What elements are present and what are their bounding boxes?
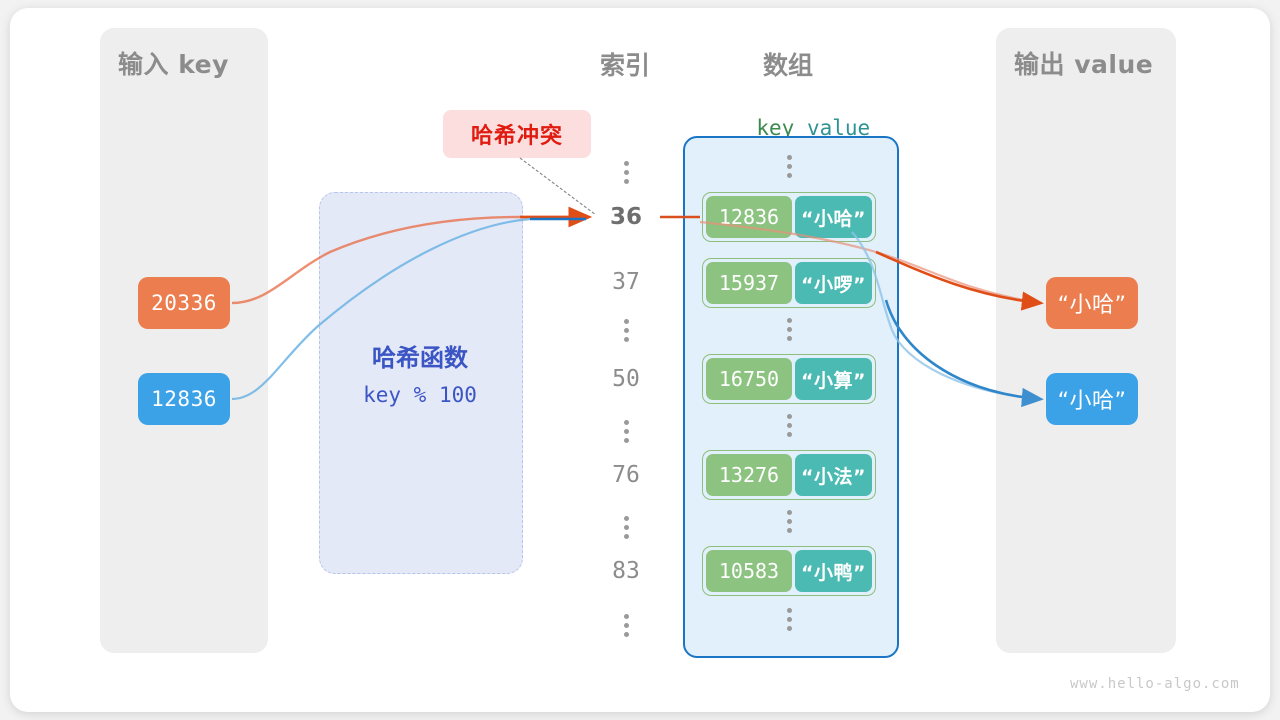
array-cell-key: 15937 xyxy=(706,262,792,304)
array-cell-key: 13276 xyxy=(706,454,792,496)
array-cell-key: 10583 xyxy=(706,550,792,592)
array-cell: 12836“小哈” xyxy=(702,192,876,242)
index-label-76: 76 xyxy=(612,462,640,488)
index-ellipsis xyxy=(616,420,636,447)
array-ellipsis xyxy=(779,414,799,441)
array-cell: 15937“小啰” xyxy=(702,258,876,308)
index-label-50: 50 xyxy=(612,366,640,392)
input-panel-title: 输入 key xyxy=(118,50,229,79)
array-ellipsis xyxy=(779,608,799,635)
array-ellipsis xyxy=(779,318,799,345)
array-cell-value: “小法” xyxy=(795,454,872,496)
array-cell: 16750“小算” xyxy=(702,354,876,404)
index-label-36: 36 xyxy=(609,204,642,230)
array-cell-value: “小哈” xyxy=(795,196,872,238)
output-value-1: “小哈” xyxy=(1046,373,1138,425)
array-cell: 13276“小法” xyxy=(702,450,876,500)
index-column: 36 37 50 76 83 xyxy=(588,140,664,650)
array-cell-key: 16750 xyxy=(706,358,792,400)
index-label-83: 83 xyxy=(612,558,640,584)
array-cell-value: “小算” xyxy=(795,358,872,400)
index-ellipsis xyxy=(616,161,636,188)
input-key-1: 12836 xyxy=(138,373,230,425)
hash-function-expression: key % 100 xyxy=(363,383,477,407)
output-value-panel xyxy=(996,28,1176,653)
watermark: www.hello-algo.com xyxy=(1070,676,1240,692)
hash-function-name: 哈希函数 xyxy=(372,344,468,372)
output-panel-title: 输出 value xyxy=(1014,50,1154,79)
index-ellipsis xyxy=(616,614,636,641)
array-cell-key: 12836 xyxy=(706,196,792,238)
array-column-title: 数组 xyxy=(762,51,813,80)
hash-collision-badge: 哈希冲突 xyxy=(443,110,591,158)
index-column-title: 索引 xyxy=(599,51,650,80)
input-key-panel xyxy=(100,28,268,653)
array-cell-value: “小啰” xyxy=(795,262,872,304)
output-value-0: “小哈” xyxy=(1046,277,1138,329)
index-ellipsis xyxy=(616,319,636,346)
array-cell-value: “小鸭” xyxy=(795,550,872,592)
index-ellipsis xyxy=(616,516,636,543)
array-ellipsis xyxy=(779,510,799,537)
input-key-0: 20336 xyxy=(138,277,230,329)
array-ellipsis xyxy=(779,155,799,182)
index-label-37: 37 xyxy=(612,269,640,295)
array-cell: 10583“小鸭” xyxy=(702,546,876,596)
